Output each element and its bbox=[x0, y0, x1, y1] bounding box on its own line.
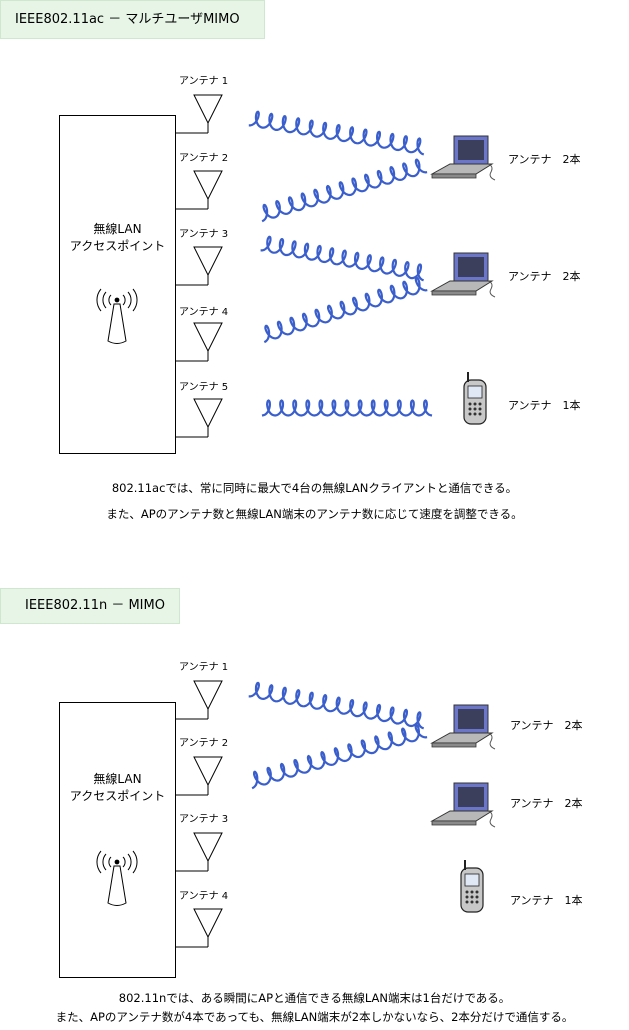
antenna-label-5: アンテナ 5 bbox=[179, 382, 229, 393]
wave-line bbox=[261, 399, 433, 417]
antenna-label-3: アンテナ 3 bbox=[179, 229, 229, 240]
section1-caption-line2: また、APのアンテナ数と無線LAN端末のアンテナ数に応じて速度を調整できる。 bbox=[106, 507, 523, 521]
antenna-icon-group-2 bbox=[176, 680, 223, 948]
antenna-label-1: アンテナ 1 bbox=[179, 662, 229, 673]
access-point-label-line1: 無線LAN bbox=[93, 222, 142, 236]
wave-line bbox=[263, 276, 428, 344]
device-label-1: アンテナ 2本 bbox=[508, 153, 581, 166]
device-label-3: アンテナ 1本 bbox=[508, 399, 581, 412]
wave-line bbox=[251, 723, 428, 790]
antenna-label-3: アンテナ 3 bbox=[179, 814, 229, 825]
access-point-label: 無線LAN アクセスポイント bbox=[60, 221, 175, 255]
antenna-icon bbox=[193, 832, 223, 872]
antenna-icon-group-1 bbox=[176, 94, 223, 438]
access-point-label: 無線LAN アクセスポイント bbox=[60, 771, 175, 805]
antenna-icon bbox=[193, 908, 223, 948]
device-label-1: アンテナ 2本 bbox=[510, 719, 583, 732]
access-point-label-line2: アクセスポイント bbox=[69, 239, 166, 253]
antenna-label-1: アンテナ 1 bbox=[179, 76, 229, 87]
section2-caption-line2: また、APのアンテナ数が4本であっても、無線LAN端末が2本しかないなら、2本分… bbox=[55, 1010, 574, 1024]
antenna-icon bbox=[193, 756, 223, 796]
laptop-icon bbox=[431, 704, 496, 750]
wave-line bbox=[261, 158, 428, 223]
laptop-icon bbox=[431, 135, 496, 181]
access-point-label-line1: 無線LAN bbox=[93, 772, 142, 786]
access-point-label-line2: アクセスポイント bbox=[69, 789, 166, 803]
device-label-2: アンテナ 2本 bbox=[508, 270, 581, 283]
access-point-box-1: 無線LAN アクセスポイント bbox=[59, 115, 176, 454]
access-point-icon bbox=[96, 850, 138, 906]
section2-caption-line1: 802.11nでは、ある瞬間にAPと通信できる無線LAN端末は1台だけである。 bbox=[118, 991, 511, 1005]
section1-title: IEEE802.11ac － マルチユーザMIMO bbox=[0, 0, 265, 39]
phone-icon bbox=[460, 859, 484, 913]
antenna-icon bbox=[193, 680, 223, 720]
wave-line bbox=[248, 681, 425, 730]
access-point-icon bbox=[96, 288, 138, 344]
antenna-label-2: アンテナ 2 bbox=[179, 738, 229, 749]
antenna-icon bbox=[193, 170, 223, 210]
wave-line bbox=[260, 235, 425, 282]
laptop-icon bbox=[431, 252, 496, 298]
section1-caption-line1: 802.11acでは、常に同時に最大で4台の無線LANクライアントと通信できる。 bbox=[111, 481, 518, 495]
radio-waves-2 bbox=[248, 681, 428, 790]
antenna-icon bbox=[193, 246, 223, 286]
antenna-icon bbox=[193, 94, 223, 134]
antenna-label-4: アンテナ 4 bbox=[179, 891, 229, 902]
section2-title: IEEE802.11n － MIMO bbox=[0, 588, 180, 624]
access-point-box-2: 無線LAN アクセスポイント bbox=[59, 702, 176, 978]
phone-icon bbox=[463, 371, 487, 425]
laptop-icon bbox=[431, 782, 496, 828]
antenna-label-4: アンテナ 4 bbox=[179, 307, 229, 318]
antenna-icon bbox=[193, 322, 223, 362]
device-label-3: アンテナ 1本 bbox=[510, 894, 583, 907]
antenna-icon bbox=[193, 398, 223, 438]
antenna-label-2: アンテナ 2 bbox=[179, 153, 229, 164]
device-label-2: アンテナ 2本 bbox=[510, 797, 583, 810]
radio-waves-1 bbox=[248, 110, 433, 417]
wave-line bbox=[248, 110, 425, 156]
